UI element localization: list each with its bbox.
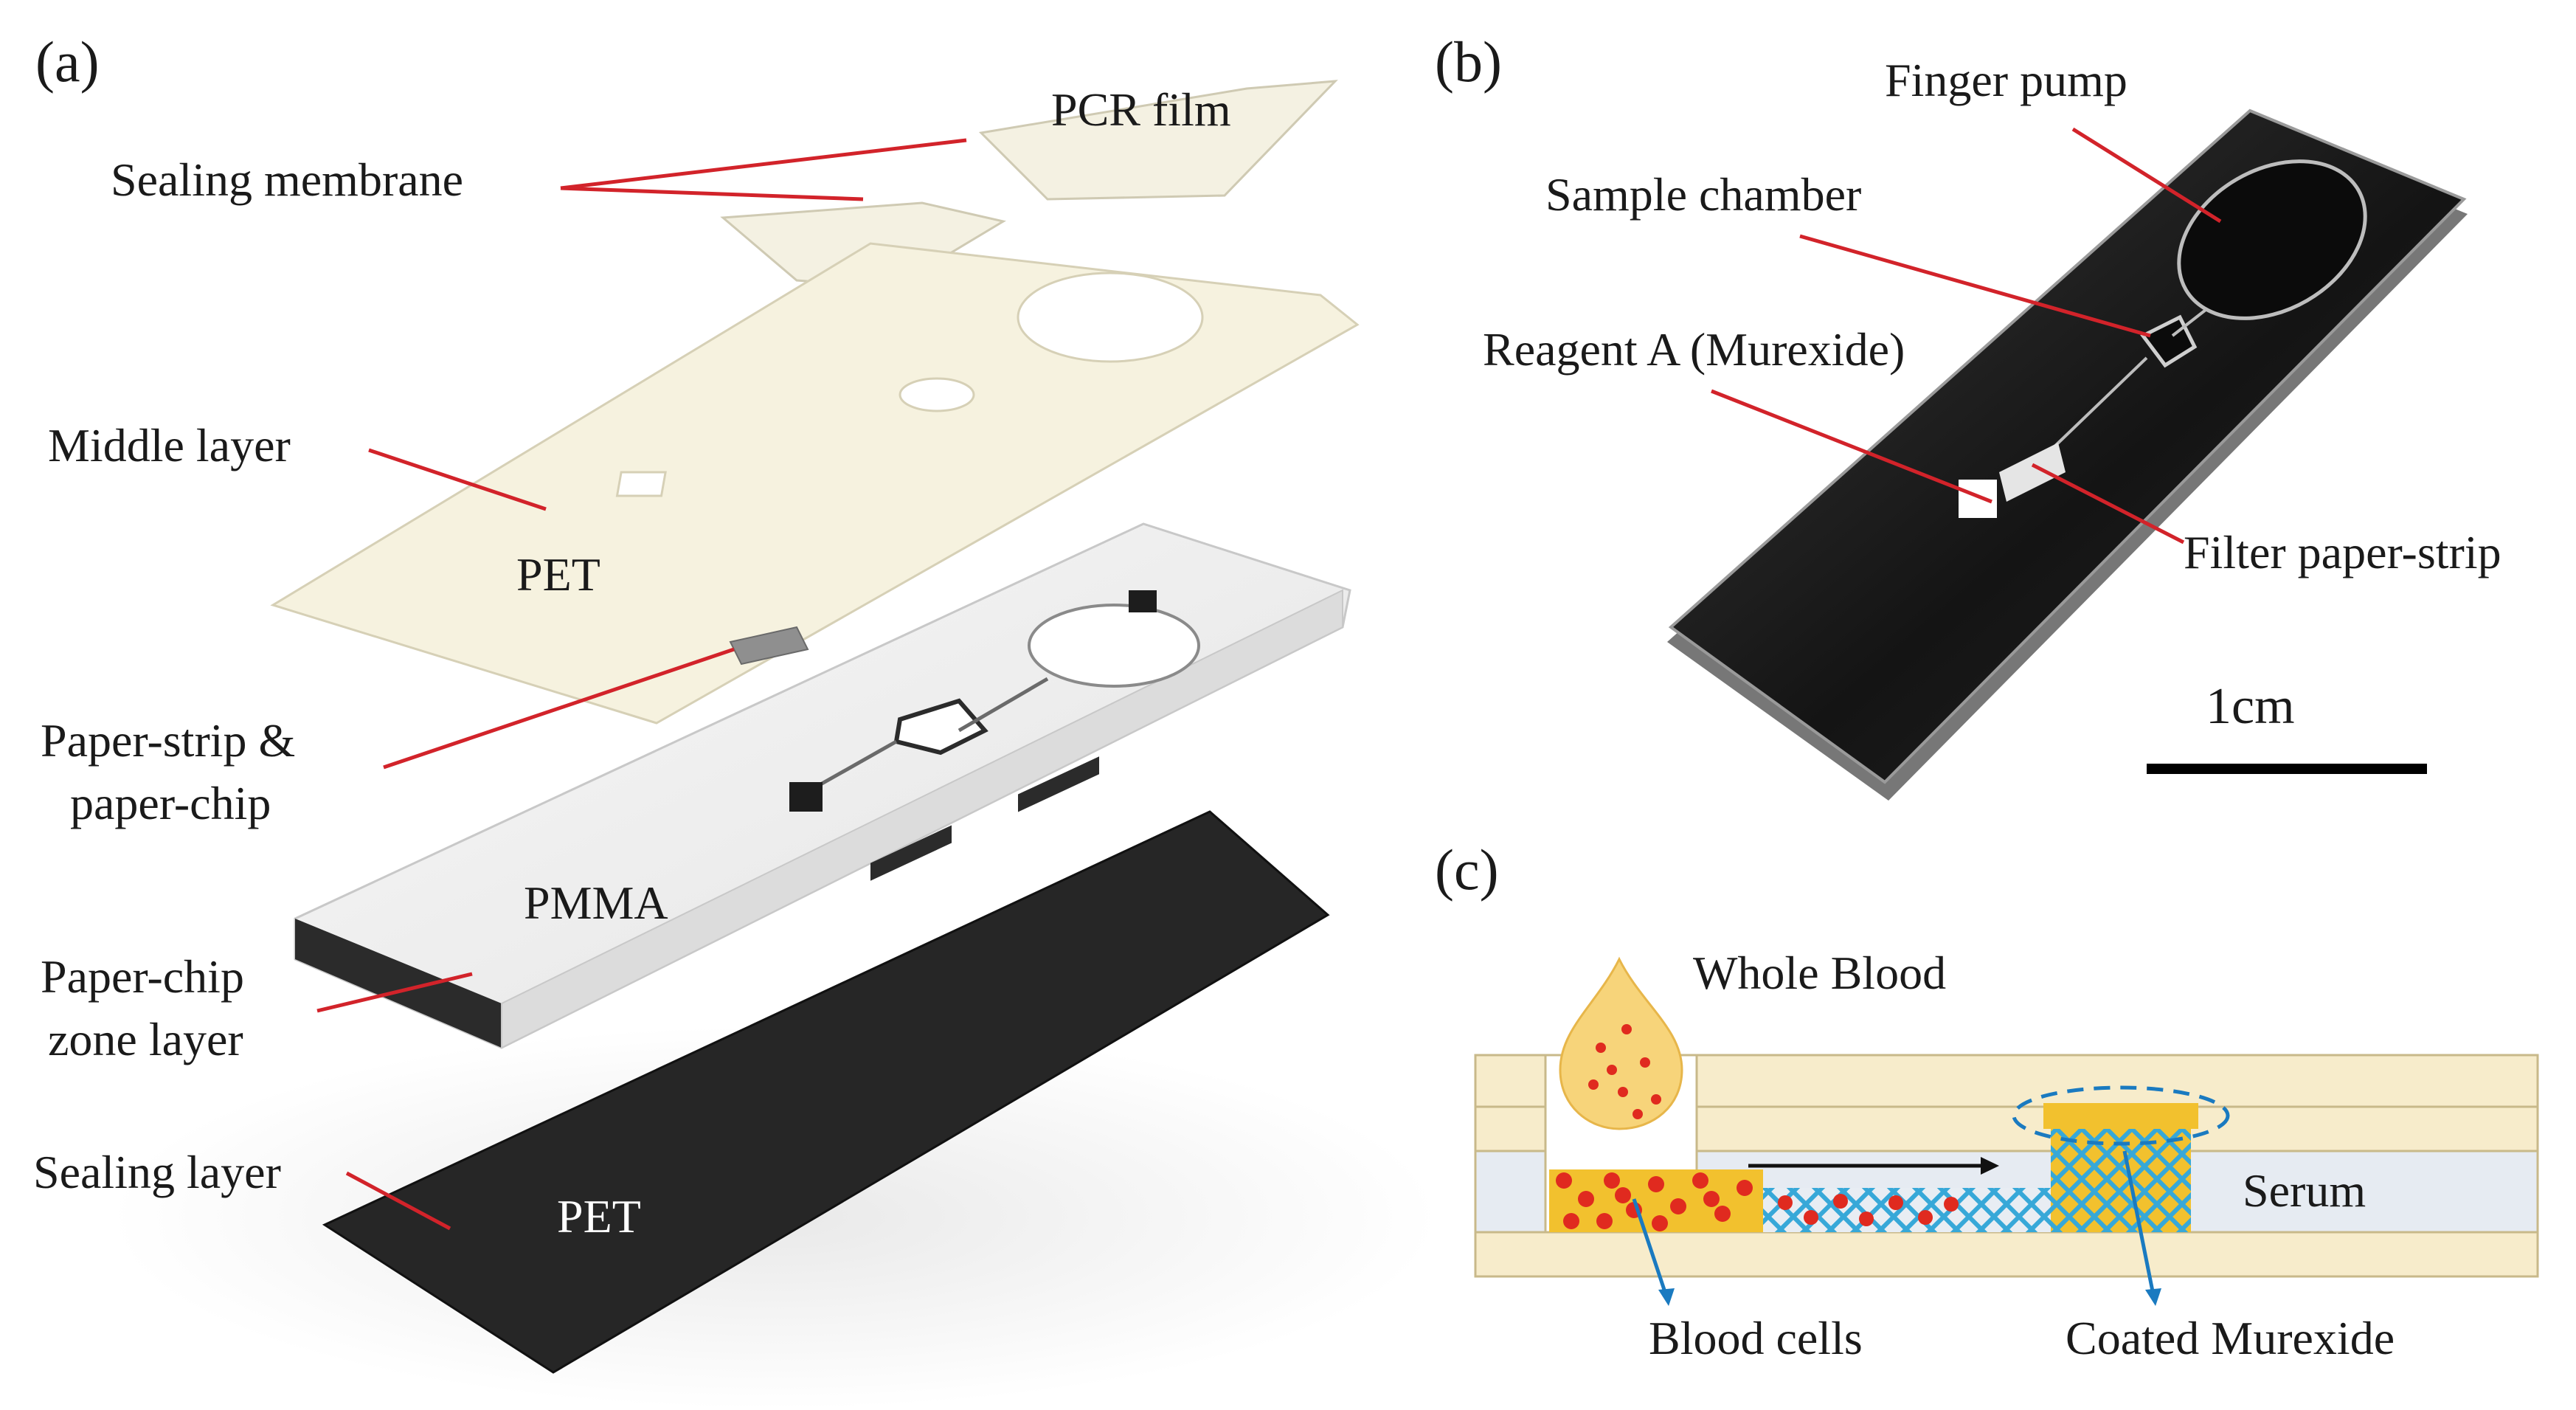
pmma-paper-chip-2 [1018,756,1099,812]
coated-murexide-zone [2051,1118,2191,1232]
pmma-block-side-edge [501,589,1343,1049]
leader-blood-cells [1632,1198,1669,1299]
pmma-channel-1 [958,677,1049,733]
leader-sample-chamber [1799,234,2151,338]
middle-layer-chamber-hole [899,377,975,412]
murexide-cap [2043,1103,2198,1129]
pmma-pump-chamber [1028,604,1200,688]
sealing-layer-sheet [322,810,1330,1374]
panel-b-tag: (b) [1435,30,1502,94]
leader-paper-strip [383,647,735,770]
label-paper-strip-line1: Paper-strip & [41,714,295,767]
channel-red-cells [1778,1194,1959,1226]
label-reagent-a: Reagent A (Murexide) [1483,323,1905,376]
chip-reagent-square [1959,480,1997,518]
pcr-film-sheet [978,80,1338,201]
paper-strip-piece [729,626,809,666]
label-whole-blood: Whole Blood [1693,947,1946,999]
leader-pcr-film [560,138,967,190]
label-pmma: PMMA [524,877,668,929]
label-zone-line1: Paper-chip [41,950,244,1003]
leader-sealing-layer [345,1171,451,1231]
scale-bar-label: 1cm [2206,678,2295,735]
leader-coated-murexide-head [2145,1288,2161,1306]
label-pcr-film: PCR film [1051,83,1231,136]
chip-channel-bottom [2049,356,2148,452]
panel-a: (a) PCR film [33,30,1438,1409]
label-pet-bottom: PET [557,1190,641,1243]
leader-middle-layer [368,448,547,511]
chip-filter-strip [1999,443,2066,502]
pmma-sample-chamber [893,698,988,756]
label-serum: Serum [2243,1164,2366,1217]
pmma-block-front-edge [295,919,502,1048]
pmma-reagent-well [789,782,823,812]
whole-blood-drop [1559,956,1683,1130]
chip-finger-pump [2177,159,2367,320]
pmma-pump-inlet [1129,590,1157,612]
panel-b: (b) Finger pump Sample chamber Reagent A… [1435,30,2501,801]
leader-zone-layer [316,972,473,1013]
panel-c: (c) [1435,837,2539,1364]
label-blood-cells: Blood cells [1649,1312,1863,1364]
label-pet-middle: PET [516,548,600,601]
layer-bottom [1474,1231,2539,1278]
murexide-highlight-ellipse [2012,1085,2230,1146]
pmma-paper-chip-1 [870,825,952,881]
panel-c-tag: (c) [1435,837,1499,902]
middle-layer-pump-hole [1017,272,1204,363]
leader-finger-pump [2071,127,2222,224]
leader-filter-strip [2031,463,2185,545]
label-middle-layer: Middle layer [48,419,291,471]
middle-layer-sheet [270,242,1360,725]
label-sealing-membrane: Sealing membrane [111,153,463,206]
label-paper-strip-line2: paper-chip [70,777,271,829]
mesh-connector [1984,1188,2051,1232]
label-finger-pump: Finger pump [1885,54,2127,106]
drop-red-cells [1588,1024,1661,1119]
pmma-channel-2 [810,739,898,792]
label-coated-murexide: Coated Murexide [2066,1312,2395,1364]
label-zone-line2: zone layer [48,1013,243,1065]
middle-layer-reagent-hole [615,471,667,497]
scale-bar [2147,764,2427,774]
panel-a-tag: (a) [35,30,100,94]
chip-channel-top [2171,308,2207,337]
label-sealing-layer: Sealing layer [33,1146,281,1198]
leader-coated-murexide [2122,1150,2156,1299]
label-filter-strip: Filter paper-strip [2184,526,2501,578]
flow-arrow-head [1981,1157,1999,1175]
leader-blood-cells-head [1658,1288,1675,1306]
leader-reagent-a [1711,389,1992,504]
label-sample-chamber: Sample chamber [1545,168,1861,221]
leader-sealing-membrane [560,186,864,201]
